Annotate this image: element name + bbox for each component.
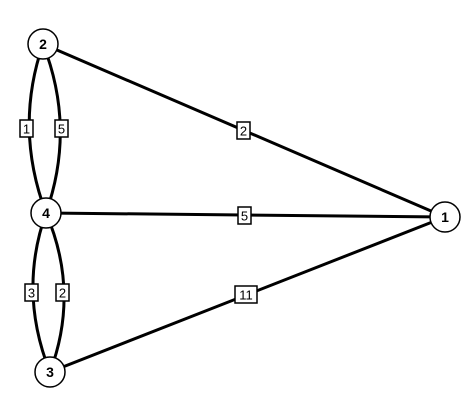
- node-2: 2: [27, 28, 59, 60]
- node-4: 4: [30, 197, 62, 229]
- nodes: 2 4 3 1: [27, 28, 461, 388]
- node-1: 1: [429, 201, 461, 233]
- node-3: 3: [34, 356, 66, 388]
- weight-label-4-1: 5: [237, 206, 252, 225]
- svg-text:4: 4: [42, 205, 50, 221]
- svg-text:1: 1: [23, 122, 30, 137]
- svg-text:2: 2: [39, 36, 47, 52]
- svg-text:1: 1: [441, 209, 449, 225]
- weight-label-2-4-right: 5: [54, 119, 69, 138]
- edges: [27, 42, 447, 374]
- svg-text:2: 2: [59, 286, 66, 301]
- svg-text:3: 3: [28, 286, 35, 301]
- weight-label-2-1: 2: [236, 121, 251, 140]
- weight-label-2-4-left: 1: [19, 119, 34, 138]
- svg-text:11: 11: [239, 288, 253, 303]
- svg-text:2: 2: [240, 124, 247, 139]
- weight-label-4-3-left: 3: [24, 283, 39, 302]
- svg-text:3: 3: [46, 364, 54, 380]
- weight-label-4-3-right: 2: [55, 283, 70, 302]
- edge-weights: 2 5 11 1 5 3 2: [19, 119, 258, 304]
- weight-label-3-1: 11: [234, 285, 258, 304]
- svg-text:5: 5: [241, 209, 248, 224]
- svg-text:5: 5: [58, 122, 65, 137]
